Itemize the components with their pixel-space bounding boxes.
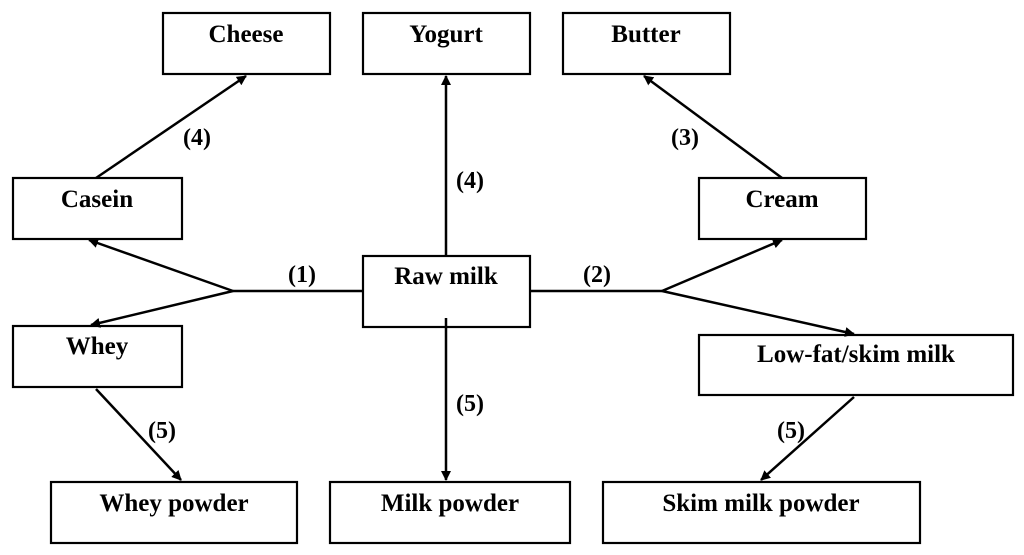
node-casein-label: Casein	[61, 186, 133, 213]
step-label-raw-to-milk-powder: (5)	[456, 391, 484, 417]
node-milk-powder-label: Milk powder	[381, 490, 519, 517]
arrow-low-fat-to-skim-milk-powder	[760, 396, 855, 481]
step-label-raw-to-right: (2)	[583, 262, 611, 288]
arrow-split-to-cream	[661, 238, 783, 293]
node-raw-milk: Raw milk	[361, 254, 532, 329]
node-low-fat-skim-milk: Low-fat/skim milk	[697, 333, 1015, 397]
arrow-split-to-whey	[90, 289, 234, 328]
arrow-split-to-low-fat-skim-milk	[661, 289, 855, 337]
node-milk-powder: Milk powder	[328, 480, 572, 545]
node-whey-powder-label: Whey powder	[99, 490, 248, 517]
node-yogurt: Yogurt	[361, 11, 532, 76]
node-butter-label: Butter	[611, 21, 680, 48]
node-yogurt-label: Yogurt	[409, 21, 483, 48]
arrow-whey-to-whey-powder	[95, 388, 182, 481]
arrow-split-to-casein	[88, 238, 234, 293]
node-whey: Whey	[11, 324, 184, 389]
step-label-raw-to-left: (1)	[288, 262, 316, 288]
node-raw-milk-label: Raw milk	[394, 263, 498, 290]
node-cream: Cream	[697, 176, 868, 241]
node-skim-milk-powder-label: Skim milk powder	[662, 490, 859, 517]
step-label-cream-to-butter: (3)	[671, 125, 699, 151]
step-label-skim-to-skim-powder: (5)	[777, 418, 805, 444]
node-cheese-label: Cheese	[209, 21, 284, 48]
arrow-cream-to-butter	[643, 74, 783, 180]
node-butter: Butter	[561, 11, 732, 76]
node-casein: Casein	[11, 176, 184, 241]
step-label-whey-to-whey-powder: (5)	[148, 418, 176, 444]
node-skim-milk-powder: Skim milk powder	[601, 480, 922, 545]
node-cream-label: Cream	[745, 186, 818, 213]
node-low-fat-skim-milk-label: Low-fat/skim milk	[757, 341, 955, 368]
node-whey-powder: Whey powder	[49, 480, 299, 545]
node-whey-label: Whey	[66, 333, 129, 360]
step-label-casein-to-cheese: (4)	[183, 125, 211, 151]
arrow-casein-to-cheese	[95, 74, 247, 180]
step-label-raw-to-yogurt: (4)	[456, 168, 484, 194]
node-cheese: Cheese	[161, 11, 332, 76]
